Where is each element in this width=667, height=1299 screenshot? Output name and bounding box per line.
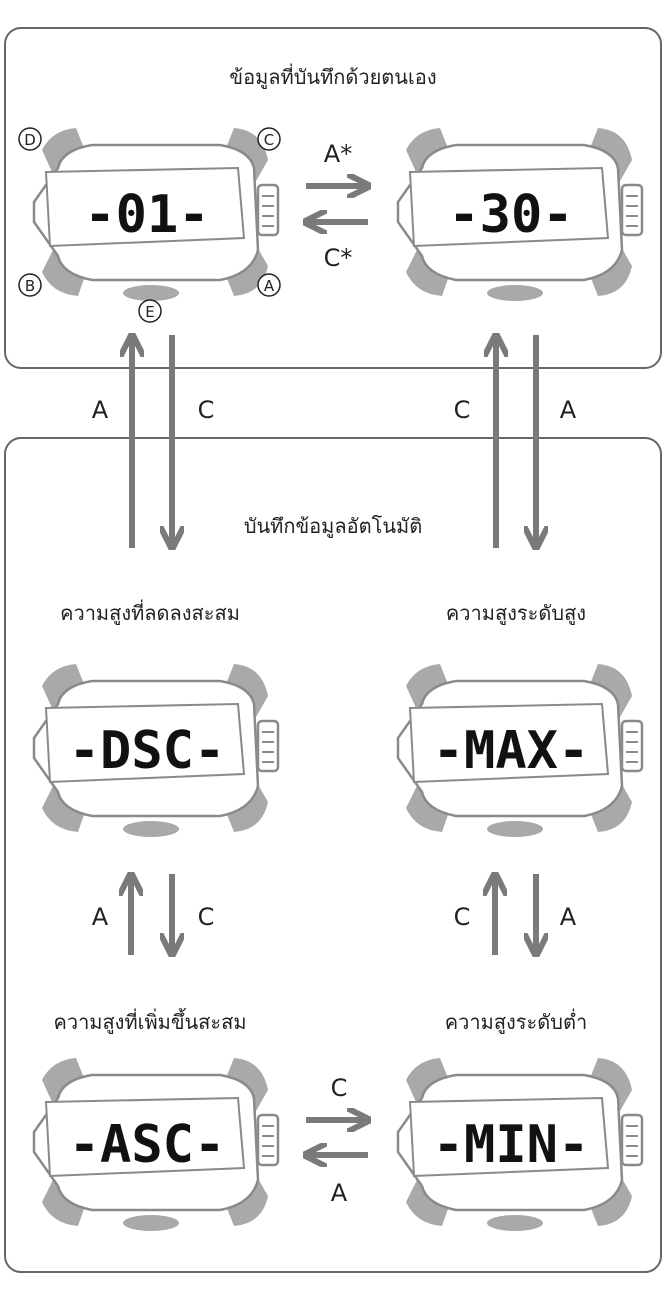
button-label-d: D: [18, 127, 42, 151]
arrow-label-a-left: A: [92, 396, 109, 424]
svg-text:D: D: [24, 131, 36, 149]
arrow-label-a-bottom: A: [331, 1179, 348, 1207]
svg-text:E: E: [145, 303, 154, 321]
arrow-label-c-left: C: [198, 396, 215, 424]
manual-data-box: [4, 27, 662, 369]
arrow-label-c-mid-left: C: [198, 903, 215, 931]
watch-asc: -ASC-: [32, 1056, 280, 1233]
arrow-label-a-star: A*: [324, 140, 352, 168]
watch-display-dsc: -DSC-: [69, 721, 226, 781]
button-label-b: B: [18, 273, 42, 297]
arrow-label-a-right: A: [560, 396, 577, 424]
arrow-label-c-mid-right: C: [454, 903, 471, 931]
arrow-label-c-bottom: C: [331, 1074, 348, 1102]
button-label-c: C: [257, 127, 281, 151]
mode-label-min: ความสูงระดับต่ำ: [445, 1008, 587, 1035]
arrow-label-c-star: C*: [324, 244, 353, 272]
watch-max: -MAX-: [396, 662, 644, 839]
auto-data-box: [4, 437, 662, 1273]
watch-manual-01: -01-: [32, 126, 280, 303]
auto-data-title: บันทึกข้อมูลอัตโนมัติ: [244, 514, 422, 539]
button-label-e: E: [138, 299, 162, 323]
arrow-label-a-mid-right: A: [560, 903, 577, 931]
mode-label-dsc: ความสูงที่ลดลงสะสม: [60, 599, 240, 626]
arrow-label-a-mid-left: A: [92, 903, 109, 931]
svg-text:C: C: [264, 131, 274, 149]
watch-min: -MIN-: [396, 1056, 644, 1233]
svg-text:B: B: [25, 277, 35, 295]
mode-label-asc: ความสูงที่เพิ่มขึ้นสะสม: [53, 1008, 246, 1035]
watch-display-min: -MIN-: [433, 1115, 590, 1175]
watch-display-max: -MAX-: [433, 721, 590, 781]
watch-display-01: -01-: [84, 185, 209, 245]
watch-manual-30: -30-: [396, 126, 644, 303]
mode-label-max: ความสูงระดับสูง: [446, 601, 586, 626]
watch-dsc: -DSC-: [32, 662, 280, 839]
button-label-a: A: [257, 273, 281, 297]
watch-display-30: -30-: [448, 185, 573, 245]
manual-data-title: ข้อมูลที่บันทึกด้วยตนเอง: [229, 63, 436, 90]
arrow-label-c-right: C: [454, 396, 471, 424]
svg-text:A: A: [264, 277, 275, 295]
watch-display-asc: -ASC-: [69, 1115, 226, 1175]
